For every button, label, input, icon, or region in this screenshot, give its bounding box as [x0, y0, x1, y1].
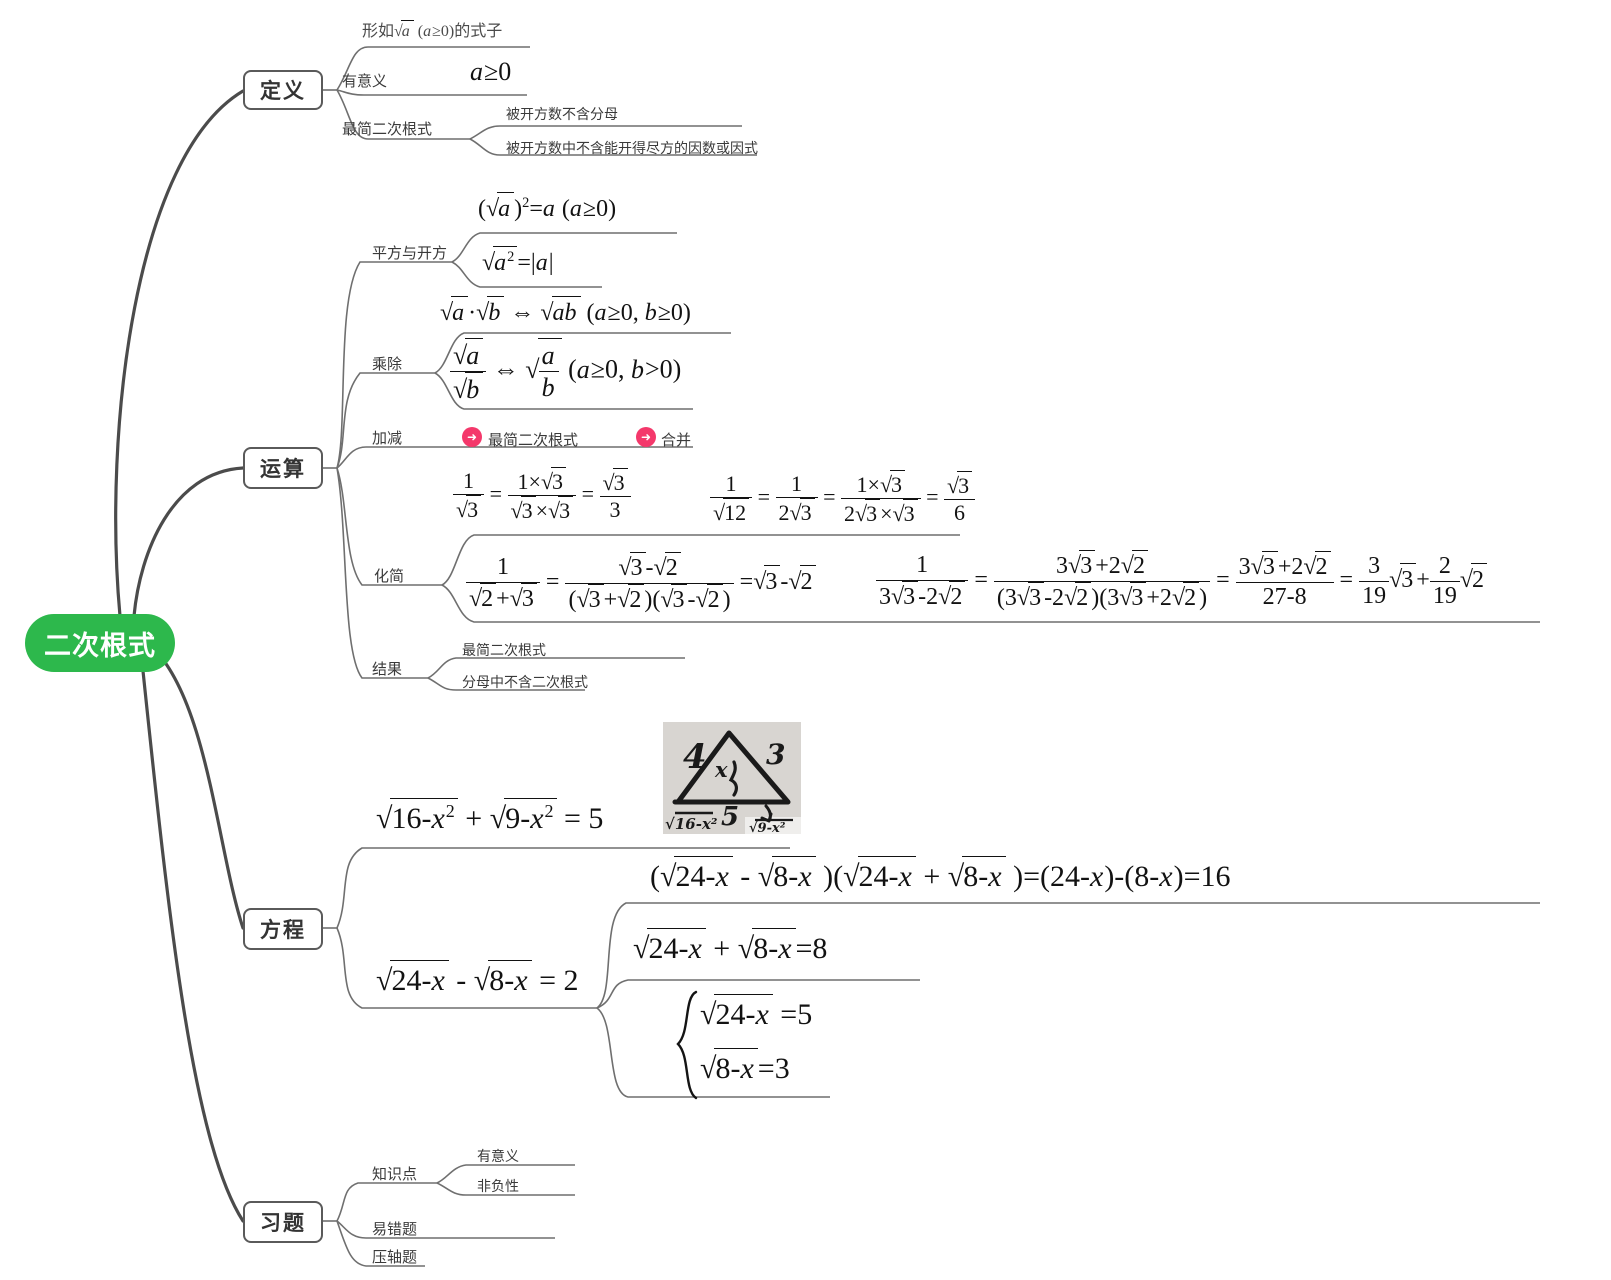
branch-node-operations[interactable]: 运算 — [243, 447, 323, 489]
base-label: 5 — [721, 802, 739, 832]
topic-knowledge-points[interactable]: 知识点 — [372, 1166, 418, 1183]
altitude-squiggle — [728, 760, 738, 797]
down-arrow — [760, 804, 773, 823]
formula-system-line-1[interactable]: √24-x =5 — [700, 994, 812, 1034]
topic-multiply-divide[interactable]: 乘除 — [372, 356, 403, 373]
topic-simplest-radical[interactable]: 最简二次根式 — [342, 121, 433, 138]
branch-node-definition[interactable]: 定义 — [243, 70, 323, 110]
side-label-left: 4 — [683, 737, 707, 777]
formula-equation-2-sum[interactable]: √24-x + √8-x=8 — [633, 928, 827, 968]
side-label-right: 3 — [766, 738, 785, 771]
formula-rationalize-3[interactable]: 1√2+√3 = √3-√2(√3+√2)(√3-√2) =√3-√2 — [466, 552, 816, 615]
formula-square-of-sqrt[interactable]: (√a)2=a (a≥0) — [478, 192, 616, 224]
branch-node-equations[interactable]: 方程 — [243, 908, 323, 950]
branch-node-exercises[interactable]: 习题 — [243, 1201, 323, 1243]
formula-equation-2-product[interactable]: (√24-x - √8-x )(√24-x + √8-x )=(24-x)-(8… — [650, 856, 1231, 896]
arrow-icon[interactable]: ➜ — [462, 427, 482, 447]
formula-equation-2[interactable]: √24-x - √8-x = 2 — [376, 960, 579, 1000]
topic-knowledge-nonnegative[interactable]: 非负性 — [477, 1178, 519, 1194]
topic-add-subtract[interactable]: 加减 — [372, 430, 403, 447]
topic-no-denominator[interactable]: 被开方数不含分母 — [506, 106, 618, 122]
system-brace — [676, 990, 698, 1100]
altitude-label: x — [714, 757, 728, 782]
topic-no-square-factor[interactable]: 被开方数中不含能开得尽方的因数或因式 — [506, 140, 758, 156]
topic-result-simplest[interactable]: 最简二次根式 — [462, 642, 546, 658]
left-expr-label: √16-x² — [665, 815, 718, 833]
topic-meaningful-condition[interactable]: a≥0 — [470, 57, 512, 86]
topic-addsub-step1[interactable]: 最简二次根式 — [488, 432, 579, 449]
root-node[interactable]: 二次根式 — [25, 614, 175, 672]
formula-equation-1[interactable]: √16-x2 + √9-x2 = 5 — [376, 798, 603, 838]
topic-knowledge-meaningful[interactable]: 有意义 — [477, 1148, 519, 1164]
formula-product-rule[interactable]: √a·√b ⇔ √ab (a≥0, b≥0) — [440, 296, 691, 328]
topic-square-and-sqrt[interactable]: 平方与开方 — [372, 245, 448, 262]
handwritten-triangle-image[interactable]: 4 3 x 5 √16-x² √9-x² — [663, 722, 801, 834]
topic-simplify[interactable]: 化简 — [374, 568, 405, 585]
topic-meaningful[interactable]: 有意义 — [342, 73, 388, 90]
triangle-sketch: 4 3 x 5 √16-x² √9-x² — [665, 730, 801, 834]
triangle-outline — [672, 730, 791, 805]
formula-sqrt-of-square[interactable]: √a2=|a| — [482, 246, 554, 278]
arrow-icon[interactable]: ➜ — [636, 427, 656, 447]
topic-result-no-radical-denominator[interactable]: 分母中不含二次根式 — [462, 674, 588, 690]
topic-error-prone-problems[interactable]: 易错题 — [372, 1221, 418, 1238]
child-topic-wires — [323, 46, 1540, 1267]
root-branch-wires — [114, 89, 245, 1223]
paper-patch — [745, 817, 801, 834]
topic-result[interactable]: 结果 — [372, 661, 403, 678]
right-expr-label: √9-x² — [749, 821, 786, 834]
formula-system-line-2[interactable]: √8-x=3 — [700, 1048, 790, 1088]
topic-addsub-step2[interactable]: 合并 — [661, 432, 692, 449]
topic-final-problems[interactable]: 压轴题 — [372, 1249, 418, 1266]
topic-definition-form[interactable]: 形如√a (a≥0)的式子 — [362, 20, 502, 42]
